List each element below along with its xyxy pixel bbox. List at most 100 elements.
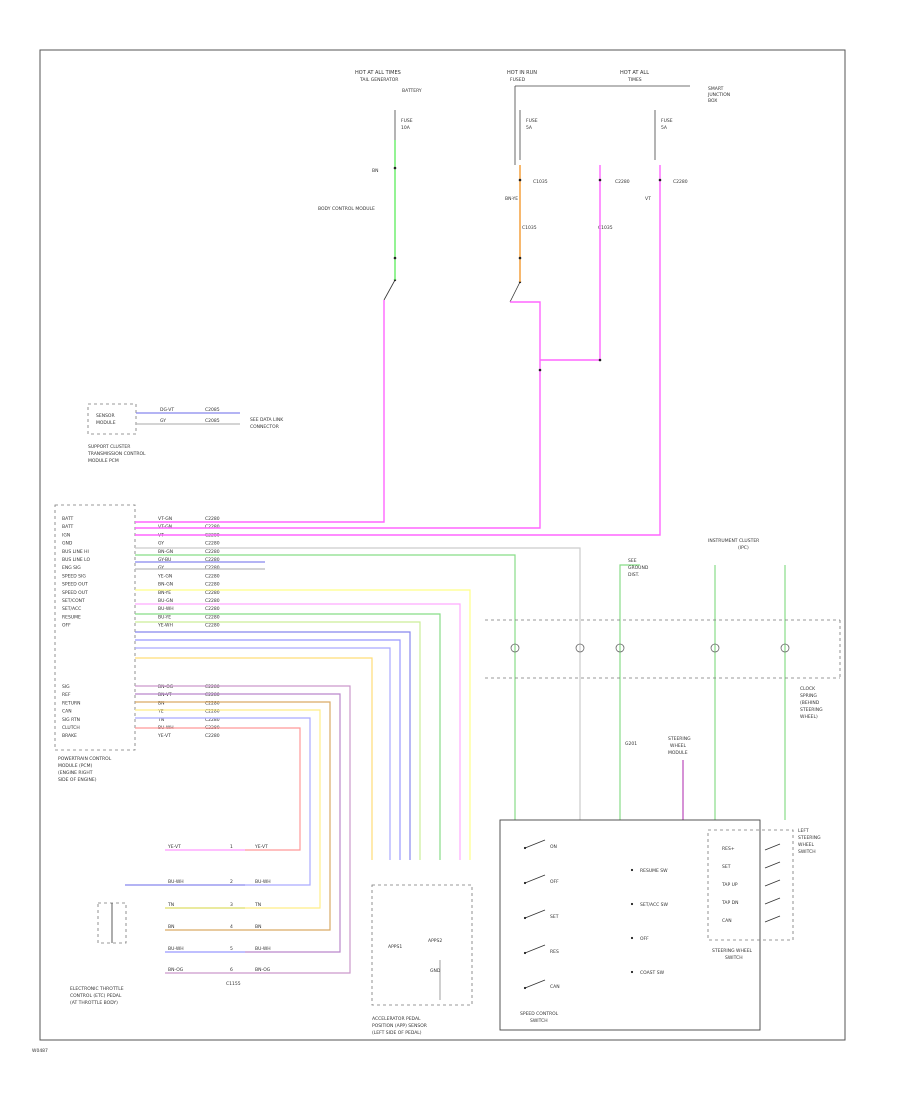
pcm-pin-name: GND (62, 541, 73, 547)
pcm-pin-wire: BU-YE (158, 614, 171, 620)
pedal-pin-num: 1 (230, 844, 233, 850)
pedal-pin-wire2: BU-WH (255, 879, 271, 885)
pcm-pin2-conn: C2280 (205, 733, 220, 739)
svg-text:G201: G201 (625, 741, 637, 747)
svg-text:INSTRUMENT CLUSTER: INSTRUMENT CLUSTER (708, 538, 759, 544)
pcm-pin-name: BUS LINE LO (62, 557, 90, 563)
wire-bn-vt (135, 693, 341, 953)
pcm-pin-conn: C2280 (205, 549, 220, 555)
top-power-section: HOT AT ALL TIMES TAIL GENERATOR BATTERY … (318, 70, 730, 303)
pcm-pin-name: IGN (62, 532, 70, 538)
smart-jb-label-c: BOX (708, 98, 717, 104)
wire-ye-gn (135, 589, 471, 860)
svg-text:STEERING: STEERING (800, 707, 823, 713)
conn-label-c3: C2280 (673, 179, 688, 185)
svg-text:BODY CONTROL MODULE: BODY CONTROL MODULE (318, 206, 375, 212)
wire-bu-ye-drop (135, 647, 391, 860)
wire-harness (125, 140, 786, 1000)
svg-text:DIST.: DIST. (628, 572, 639, 578)
pcm-pin-wire: BN-YE (158, 590, 171, 596)
wire-vt-gn-1 (135, 300, 385, 523)
svg-text:ACCELERATOR PEDAL: ACCELERATOR PEDAL (372, 1016, 421, 1022)
svg-text:LEFT: LEFT (798, 828, 809, 834)
pcm-pin-conn: C2280 (205, 524, 220, 530)
pcm-pin2-wire: BN-OG (158, 684, 174, 690)
fuse-1: FUSE 10A (394, 110, 413, 140)
fuse-3: FUSE 5A (654, 110, 673, 160)
hot-at-all-times-sub-2: TIMES (627, 77, 642, 83)
svg-text:POWERTRAIN CONTROL: POWERTRAIN CONTROL (58, 756, 112, 762)
switch-left-label: RES (550, 949, 559, 955)
svg-text:SWITCH: SWITCH (725, 955, 743, 961)
pcm-pin-conn: C2280 (205, 614, 220, 620)
pedal-pin-wire2: BN (255, 924, 261, 930)
pcm-pin-conn: C2280 (205, 565, 220, 571)
svg-text:TRANSMISSION CONTROL: TRANSMISSION CONTROL (87, 451, 146, 457)
pcm-pin-name: BATT (62, 516, 73, 522)
switch-mid-label: COAST SW (640, 970, 665, 976)
svg-text:5A: 5A (526, 125, 533, 131)
pcm-pin2-wire: TN (157, 717, 164, 723)
pedal-pin-wire: YE-VT (167, 844, 181, 850)
pcm-pin2-wire: YE-VT (157, 733, 171, 739)
pedal-pin-wire: BN (168, 924, 174, 930)
pcm-pin-wire: BN-GN (158, 582, 173, 588)
pedal-pin-wire2: BN-OG (255, 967, 271, 973)
pcm-pin-name: BUS LINE HI (62, 549, 89, 555)
bcm-note: BODY CONTROL MODULE (318, 206, 375, 212)
svg-text:CONTROL (ETC) PEDAL: CONTROL (ETC) PEDAL (70, 993, 122, 999)
wire-bu-wh-2 (135, 717, 311, 886)
svg-text:SPEED CONTROL: SPEED CONTROL (520, 1011, 559, 1017)
wire-bn-gn-drop (135, 613, 441, 860)
pcm-pin-name: SET/CONT (62, 598, 85, 604)
svg-text:WHEEL: WHEEL (670, 743, 687, 749)
svg-text:C2085: C2085 (205, 418, 220, 424)
pcm-pin2-conn: C2280 (205, 692, 220, 698)
pcm-pin2-wire: BN (158, 700, 164, 706)
wire-bn-ye-drop (135, 621, 421, 860)
pcm-pin2-conn: C2280 (205, 684, 220, 690)
pcm-pin-name: SPEED OUT (62, 590, 88, 596)
svg-text:STEERING WHEEL: STEERING WHEEL (712, 948, 753, 954)
wire-label-bn-ye: BN-YE (505, 196, 518, 202)
switch-right-label: RES+ (722, 846, 735, 852)
pedal-pin-wire2: TN (254, 902, 261, 908)
pcm-pin-name: SPEED OUT (62, 582, 88, 588)
svg-text:MODULE PCM: MODULE PCM (88, 458, 119, 464)
svg-text:SEE: SEE (628, 558, 637, 564)
wire-ye-wh-drop (135, 657, 373, 860)
pcm-pin2-name: REF (62, 692, 71, 698)
svg-text:GY: GY (160, 418, 166, 424)
ipc-label: INSTRUMENT CLUSTER (IPC) SEE GROUND DIST… (625, 538, 759, 756)
svg-text:5A: 5A (661, 125, 668, 131)
diagram-frame (39, 49, 846, 1041)
switch-mid-label: RESUME SW (640, 868, 668, 874)
smart-jb-label: SMART (708, 86, 724, 92)
hot-in-run-label: HOT IN RUN (507, 70, 537, 76)
pcm-pin-wire: BU-WH (158, 606, 174, 612)
svg-text:(BEHIND: (BEHIND (800, 700, 820, 706)
svg-text:ELECTRONIC THROTTLE: ELECTRONIC THROTTLE (70, 986, 124, 992)
wire-bn (135, 701, 331, 931)
pcm-pin2-name: SIG (62, 684, 70, 690)
switch-mid-label: OFF (640, 936, 649, 942)
svg-text:SENSOR: SENSOR (96, 413, 115, 419)
pcm-pin-wire: VT-GN (158, 516, 172, 522)
pcm-pin-wire: GY (158, 565, 164, 571)
svg-text:10A: 10A (401, 125, 411, 131)
switch-left-label: CAN (550, 984, 560, 990)
wire-gy (135, 547, 581, 610)
footer-code: W0487 (32, 1048, 48, 1054)
pedal-pin-wire2: YE-VT (254, 844, 268, 850)
clockspring: CLOCK SPRING (BEHIND STEERING WHEEL) (485, 619, 841, 720)
sensor-module: SENSOR MODULE DG-VT GY C2085 C2085 SEE D… (87, 403, 284, 464)
svg-text:MODULE: MODULE (668, 750, 688, 756)
sensor-box (87, 403, 137, 435)
hot-in-run-sub: FUSED (510, 77, 526, 83)
pedal-pin-wire: BU-WH (168, 879, 184, 885)
